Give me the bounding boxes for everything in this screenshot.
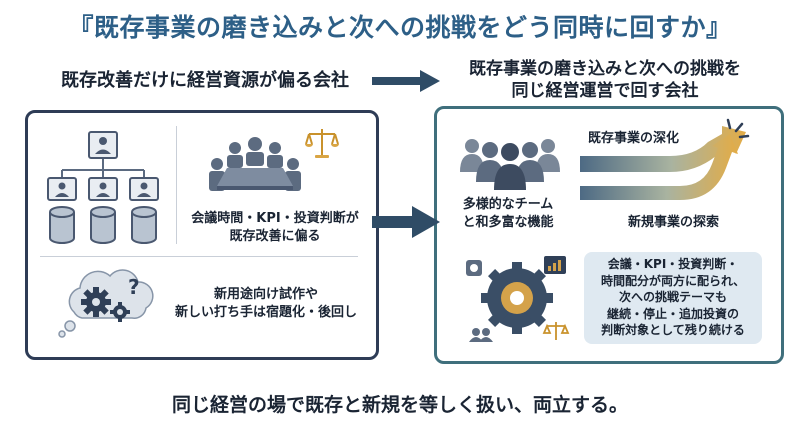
footer-text: 同じ経営の場で既存と新規を等しく扱い、両立する。: [171, 394, 628, 416]
right-header: 既存事業の磨き込みと次への挑戦を 同じ経営運営で回す会社: [440, 58, 770, 102]
top-transition-arrow-icon: [372, 70, 440, 92]
thought-cloud-icon: ?: [58, 269, 154, 338]
team-text-line-2: と和多富な機能: [462, 215, 554, 230]
neglect-text: 新用途向け試作や 新しい打ち手は宿題化・後回し: [166, 286, 366, 322]
people-icon: [469, 328, 493, 342]
chart-icon: [544, 256, 566, 274]
team-icon: [460, 139, 560, 190]
question-icon: ?: [128, 275, 140, 299]
explore-label: 新規事業の探索: [628, 215, 720, 230]
team-text: 多様的なチーム と和多富な機能: [446, 196, 570, 232]
meeting-text: 会議時間・KPI・投資判断が 既存改善に偏る: [182, 210, 368, 246]
page-title: 『既存事業の磨き込みと次への挑戦をどう同時に回すか』: [68, 13, 732, 42]
info-text-line-1: 会議・KPI・投資判断・: [607, 257, 739, 271]
info-text-line-4: 継続・停止・追加投資の: [606, 306, 739, 321]
info-box: [584, 252, 762, 344]
info-text: 会議・KPI・投資判断・ 時間配分が両方に配られ、 次への挑戦テーマも 継続・停…: [586, 256, 760, 339]
org-chart-icon: [47, 131, 159, 244]
left-header: 既存改善だけに経営資源が偏る会社: [61, 70, 349, 91]
middle-transition-arrow-icon: [372, 206, 440, 238]
gear-cycle-icon: [466, 256, 570, 342]
right-header-line-2: 同じ経営運営で回す会社: [511, 81, 699, 101]
growth-arrow-icon: [580, 118, 750, 200]
scale-icon: [305, 129, 339, 158]
meeting-icon: [209, 137, 301, 191]
deepen-label: 既存事業の深化: [588, 131, 680, 146]
right-header-line-1: 既存事業の磨き込みと次への挑戦を: [469, 59, 741, 79]
info-text-line-5: 判断対象として残り続ける: [601, 323, 745, 337]
left-horizontal-divider: [40, 256, 358, 257]
neglect-text-line-1: 新用途向け試作や: [213, 287, 318, 302]
neglect-text-line-2: 新しい打ち手は宿題化・後回し: [174, 305, 357, 320]
info-text-line-2: 時間配分が両方に配られ、: [600, 273, 746, 288]
info-text-line-3: 次への挑戦テーマも: [618, 290, 727, 304]
database-icon: [49, 206, 157, 244]
left-vertical-divider: [176, 126, 177, 244]
meeting-text-line-2: 既存改善に偏る: [229, 229, 321, 244]
team-text-line-1: 多様的なチーム: [462, 197, 554, 212]
meeting-text-line-1: 会議時間・KPI・投資判断が: [191, 211, 359, 226]
